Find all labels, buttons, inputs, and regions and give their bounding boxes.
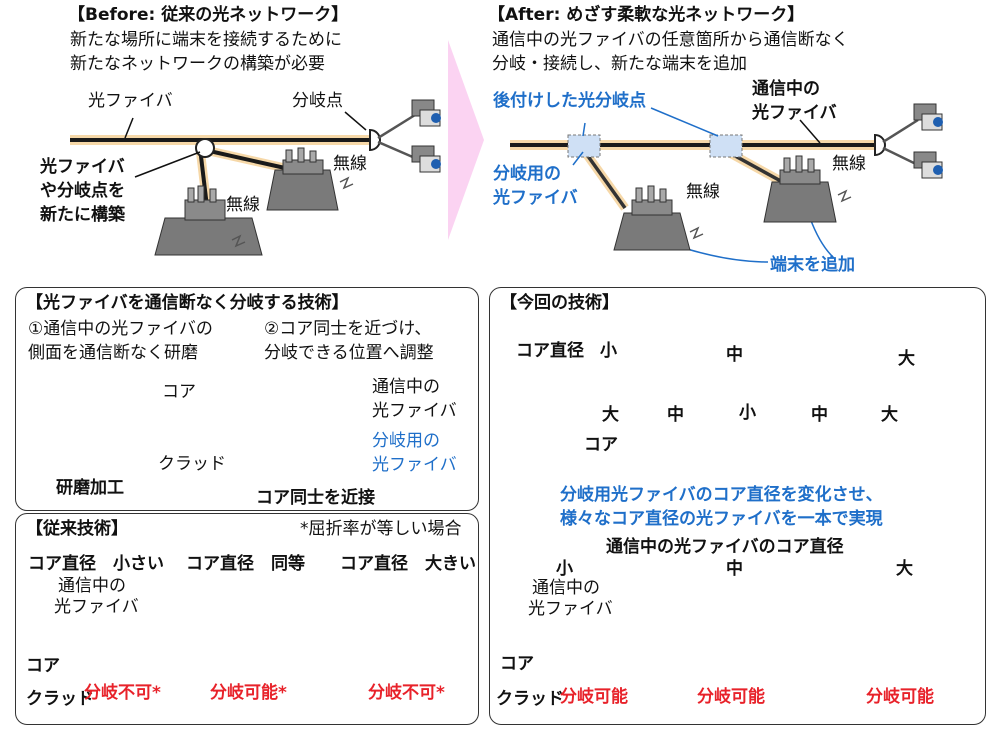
- after-title: 【After: めざす柔軟な光ネットワーク】: [488, 5, 805, 25]
- now-sub-large: 大: [896, 559, 913, 579]
- before-title: 【Before: 従来の光ネットワーク】: [68, 5, 349, 25]
- tech-step2-b: 分岐できる位置へ調整: [264, 343, 434, 363]
- conv-note: *屈折率が等しい場合: [300, 519, 462, 539]
- before-branch-point: 分岐点: [292, 91, 343, 111]
- before-build-2: や分岐点を: [40, 181, 125, 201]
- now-marker-1: 大: [602, 405, 619, 425]
- now-active-2: 光ファイバ: [528, 599, 613, 619]
- tech-title: 【光ファイバを通信断なく分岐する技術】: [26, 293, 349, 313]
- tech-step1-a: ①通信中の光ファイバの: [28, 319, 213, 339]
- now-marker-4: 中: [811, 405, 828, 425]
- before-build-3: 新たに構築: [40, 205, 125, 225]
- now-active-1: 通信中の: [532, 578, 600, 598]
- now-marker-2: 中: [667, 405, 684, 425]
- conv-active-1: 通信中の: [58, 576, 126, 596]
- now-mid: 中: [726, 345, 743, 365]
- conv-col-3: コア直径 大きい: [340, 554, 476, 574]
- conv-result-1: 分岐不可*: [84, 683, 161, 703]
- tech-polish-label: 研磨加工: [56, 478, 124, 498]
- now-title: 【今回の技術】: [500, 293, 619, 313]
- now-panel: [489, 287, 986, 725]
- conv-result-2: 分岐可能*: [210, 683, 287, 703]
- now-sub-title: 通信中の光ファイバのコア直径: [606, 537, 844, 557]
- now-marker-5: 大: [881, 405, 898, 425]
- now-sub-small: 小: [556, 559, 573, 579]
- transition-arrow: [448, 40, 484, 240]
- conv-col-1: コア直径 小さい: [28, 554, 164, 574]
- now-large: 大: [898, 349, 915, 369]
- after-added-branch: 後付けした光分岐点: [493, 91, 646, 111]
- now-marker-3: 小: [739, 403, 756, 423]
- tech-step2-a: ②コア同士を近づけ、: [264, 319, 432, 339]
- before-desc-1: 新たな場所に端末を接続するために: [70, 30, 342, 50]
- conv-result-3: 分岐不可*: [368, 683, 445, 703]
- conv-core-label: コア: [26, 656, 60, 676]
- now-core-dia: コア直径: [516, 341, 584, 361]
- after-network: [510, 103, 943, 263]
- now-sub-mid: 中: [726, 559, 743, 579]
- before-wireless-2: 無線: [333, 154, 367, 174]
- tech-panel: [15, 287, 479, 511]
- after-desc-1: 通信中の光ファイバの任意箇所から通信断なく: [492, 30, 849, 50]
- after-active-1: 通信中の: [752, 79, 820, 99]
- now-ok-2: 分岐可能: [697, 687, 765, 707]
- before-wireless-1: 無線: [226, 195, 260, 215]
- after-branch-fiber-2: 光ファイバ: [493, 188, 578, 208]
- conventional-panel: [15, 513, 479, 725]
- tech-branch-1: 分岐用の: [372, 431, 440, 451]
- tech-step1-b: 側面を通信断なく研磨: [28, 343, 198, 363]
- before-desc-2: 新たなネットワークの構築が必要: [70, 54, 325, 74]
- after-wireless-2: 無線: [832, 154, 866, 174]
- tech-branch-2: 光ファイバ: [372, 455, 457, 475]
- after-branch-fiber-1: 分岐用の: [493, 164, 561, 184]
- now-small: 小: [600, 341, 617, 361]
- now-clad-label: クラッド: [496, 689, 564, 709]
- now-ok-3: 分岐可能: [866, 687, 934, 707]
- before-build-1: 光ファイバ: [40, 157, 125, 177]
- now-desc-2: 様々なコア直径の光ファイバを一本で実現: [560, 509, 883, 529]
- now-core-label-2: コア: [500, 654, 534, 674]
- conv-col-2: コア直径 同等: [186, 554, 305, 574]
- before-network: [70, 99, 441, 256]
- conv-clad-label: クラッド: [26, 689, 94, 709]
- now-ok-1: 分岐可能: [560, 687, 628, 707]
- tech-core-label: コア: [162, 382, 196, 402]
- tech-clad-label: クラッド: [158, 454, 226, 474]
- before-fiber-label: 光ファイバ: [88, 91, 173, 111]
- conv-title: 【従来技術】: [26, 519, 128, 539]
- after-wireless-1: 無線: [686, 182, 720, 202]
- now-core-label: コア: [584, 435, 618, 455]
- after-desc-2: 分岐・接続し、新たな端末を追加: [492, 54, 747, 74]
- after-active-2: 光ファイバ: [752, 103, 837, 123]
- tech-active-1: 通信中の: [372, 377, 440, 397]
- tech-approach-label: コア同士を近接: [256, 488, 375, 508]
- after-add-terminal: 端末を追加: [770, 255, 855, 275]
- now-desc-1: 分岐用光ファイバのコア直径を変化させ、: [560, 485, 883, 505]
- tech-active-2: 光ファイバ: [372, 401, 457, 421]
- conv-active-2: 光ファイバ: [54, 597, 139, 617]
